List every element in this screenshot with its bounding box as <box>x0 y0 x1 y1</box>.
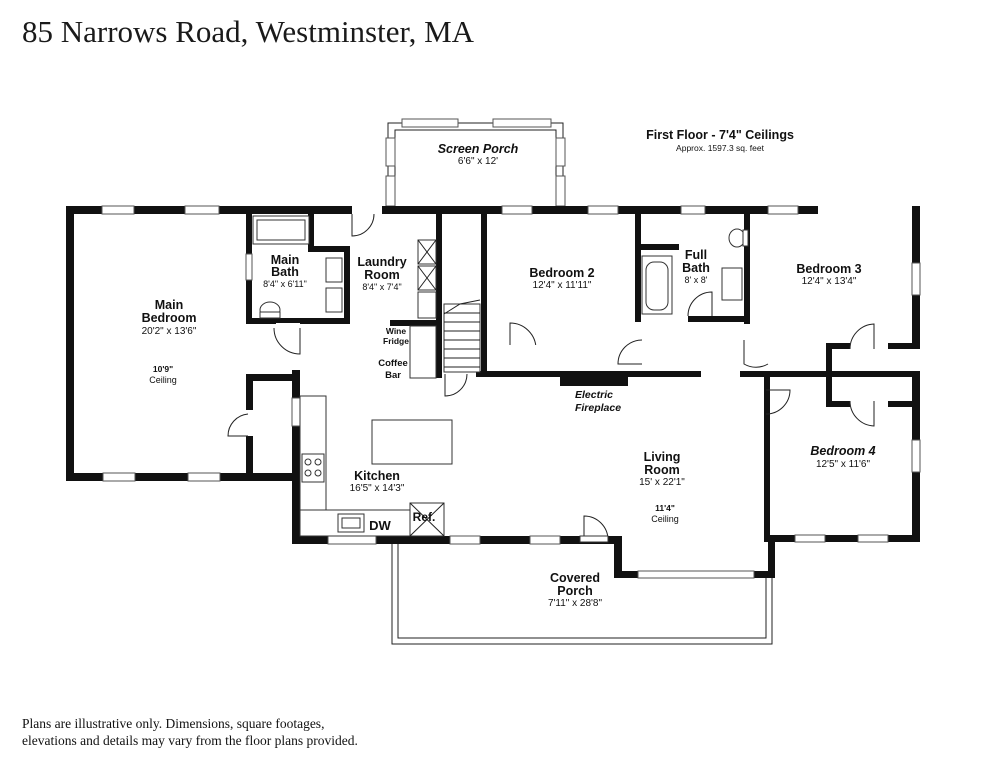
main-bath-name-1: Main <box>271 253 299 267</box>
coffee-bar-label-2: Bar <box>385 370 401 381</box>
fireplace-label-1: Electric <box>575 389 613 401</box>
main-bedroom-dims: 20'2" x 13'6" <box>142 326 197 337</box>
screen-porch-dims: 6'6" x 12' <box>458 156 498 167</box>
laundry-room-dims: 8'4" x 7'4" <box>362 282 401 292</box>
living-room-name-2: Room <box>644 463 679 477</box>
floor-area: Approx. 1597.3 sq. feet <box>676 143 765 153</box>
living-room-dims: 15' x 22'1" <box>639 477 685 488</box>
doors <box>227 205 875 543</box>
bedroom-2-name: Bedroom 2 <box>529 266 594 280</box>
main-bedroom-name-2: Bedroom <box>142 311 197 325</box>
laundry-room-name-1: Laundry <box>357 255 406 269</box>
living-room-ceiling-1: 11'4" <box>655 503 675 513</box>
labels: First Floor - 7'4" Ceilings Approx. 1597… <box>142 128 876 609</box>
main-bath-dims: 8'4" x 6'11" <box>263 279 307 289</box>
refrigerator-label: Ref. <box>413 510 436 524</box>
covered-porch-dims: 7'11" x 28'8" <box>548 598 603 609</box>
wine-fridge-label-1: Wine <box>386 326 407 336</box>
screen-porch-name: Screen Porch <box>438 142 519 156</box>
stairs <box>443 299 481 373</box>
coffee-bar-label-1: Coffee <box>378 358 408 369</box>
full-bath-name-1: Full <box>685 248 707 262</box>
plan-title: 85 Narrows Road, Westminster, MA <box>22 14 475 49</box>
living-room-name-1: Living <box>644 450 681 464</box>
bedroom-4-dims: 12'5" x 11'6" <box>816 459 871 470</box>
covered-porch-name-2: Porch <box>557 584 592 598</box>
main-bedroom-ceiling-2: Ceiling <box>149 375 177 385</box>
living-room-ceiling-2: Ceiling <box>651 514 679 524</box>
covered-porch-structure <box>391 543 773 645</box>
full-bath-name-2: Bath <box>682 261 710 275</box>
dishwasher-label: DW <box>369 518 391 533</box>
bedroom-2-dims: 12'4" x 11'11" <box>533 280 592 291</box>
bedroom-3-dims: 12'4" x 13'4" <box>802 276 857 287</box>
walls <box>66 206 920 578</box>
main-bath-name-2: Bath <box>271 265 299 279</box>
covered-porch-name-1: Covered <box>550 571 600 585</box>
fixtures <box>252 215 749 537</box>
bedroom-4-name: Bedroom 4 <box>810 444 875 458</box>
main-bedroom-ceiling-1: 10'9" <box>153 364 173 374</box>
windows <box>101 205 921 579</box>
wine-fridge-label-2: Fridge <box>383 336 409 346</box>
bedroom-3-name: Bedroom 3 <box>796 262 861 276</box>
disclaimer-line-1: Plans are illustrative only. Dimensions,… <box>22 716 325 731</box>
fireplace-label-2: Fireplace <box>575 402 621 414</box>
kitchen-name: Kitchen <box>354 469 400 483</box>
disclaimer-line-2: elevations and details may vary from the… <box>22 733 358 748</box>
disclaimer: Plans are illustrative only. Dimensions,… <box>22 715 358 749</box>
full-bath-dims: 8' x 8' <box>685 275 708 285</box>
main-bedroom-name-1: Main <box>155 298 183 312</box>
kitchen-dims: 16'5" x 14'3" <box>350 483 405 494</box>
screen-porch-structure <box>385 118 566 209</box>
floor-label: First Floor - 7'4" Ceilings <box>646 128 794 142</box>
laundry-room-name-2: Room <box>364 268 399 282</box>
